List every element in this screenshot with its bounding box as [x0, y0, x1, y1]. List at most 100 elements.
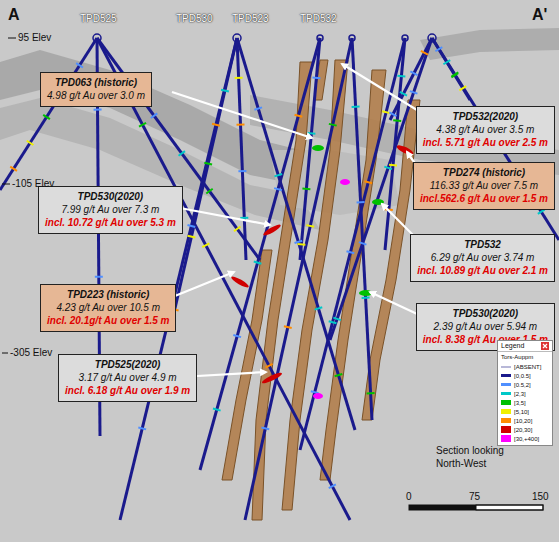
legend-text: [0,0.5] — [514, 372, 531, 380]
legend-text: [10,20] — [514, 417, 532, 425]
legend-text: [3,5] — [514, 399, 526, 407]
assay-result: 7.99 g/t Au over 7.3 m — [45, 203, 176, 216]
assay-tick — [367, 392, 375, 394]
legend-entry: [5,10] — [498, 407, 552, 416]
callout-box: TPD5326.29 g/t Au over 3.74 mincl. 10.89… — [410, 234, 555, 282]
callout-box: TPD525(2020)3.17 g/t Au over 4.9 mincl. … — [58, 354, 197, 402]
assay-result: 2.39 g/t Au over 5.94 m — [423, 320, 548, 333]
assay-tick — [204, 163, 212, 165]
assay-result: incl. 5.71 g/t Au over 2.5 m — [423, 136, 548, 149]
legend-swatch — [501, 383, 511, 386]
hole-name: TPD223 (historic) — [47, 288, 169, 301]
assay-result: incl. 6.18 g/t Au over 1.9 m — [65, 384, 190, 397]
assay-tick — [329, 124, 337, 126]
legend-text: [20,30] — [514, 426, 532, 434]
assay-tick — [400, 92, 407, 96]
assay-tick — [312, 77, 320, 80]
assay-tick — [459, 86, 466, 90]
view-note: Section looking North-West — [436, 444, 516, 470]
assay-tick — [43, 115, 50, 119]
section-end: A' — [532, 6, 547, 24]
hole-label: TPD523 — [232, 13, 269, 24]
hole-name: TPD530(2020) — [45, 190, 176, 203]
assay-tick — [306, 225, 314, 227]
assay-tick — [389, 112, 396, 116]
legend-entry: [3,5] — [498, 398, 552, 407]
hole-name: TPD525(2020) — [65, 358, 190, 371]
hole-name: TPD532(2020) — [423, 110, 548, 123]
assay-tick — [410, 91, 418, 94]
scale-number: 0 — [406, 491, 412, 502]
assay-tick — [274, 188, 282, 190]
legend-swatch — [501, 400, 511, 404]
hole-name: TPD063 (historic) — [47, 76, 145, 89]
assay-tick — [206, 189, 212, 194]
assay-tick — [307, 132, 315, 135]
assay-tick — [364, 181, 372, 183]
callout-box: TPD223 (historic)4.23 g/t Au over 10.5 m… — [40, 284, 176, 332]
legend-entry: [10,20] — [498, 416, 552, 425]
callout-box: TPD530(2020)7.99 g/t Au over 7.3 mincl. … — [38, 186, 183, 234]
assay-tick — [538, 210, 545, 214]
legend-title: Legend — [501, 342, 524, 350]
assay-tick — [187, 225, 195, 227]
assay-tick — [451, 73, 458, 77]
assay-tick — [295, 241, 303, 243]
legend-entry: [0,0.5] — [498, 371, 552, 380]
assay-tick — [352, 106, 360, 108]
assay-tick — [254, 262, 262, 264]
legend-text: [ABSENT] — [514, 363, 541, 371]
assay-tick — [311, 391, 319, 393]
leader-arrow — [165, 64, 430, 377]
legend-swatch — [501, 426, 511, 432]
assay-tick — [329, 321, 337, 323]
assay-result: 6.29 g/t Au over 3.74 m — [417, 251, 548, 264]
elevation-label: -105 Elev — [12, 178, 54, 189]
assay-tick — [362, 297, 370, 299]
assay-tick — [384, 167, 392, 170]
assay-tick — [335, 374, 343, 376]
assay-tick — [284, 326, 292, 328]
hole-label: TPD530 — [176, 13, 213, 24]
assay-result: incl. 20.1g/t Au over 1.5 m — [47, 314, 169, 327]
legend-swatch — [501, 392, 511, 396]
legend-swatch — [501, 418, 511, 424]
close-icon — [541, 342, 549, 350]
assay-tick — [233, 335, 241, 337]
legend-entry: [0.5,2] — [498, 380, 552, 389]
assay-tick — [221, 90, 229, 92]
legend-text: [30,+400] — [514, 435, 539, 443]
assay-tick — [297, 243, 305, 246]
scale-number: 75 — [469, 491, 480, 502]
legend-entry: [2,3] — [498, 389, 552, 398]
assay-tick — [389, 164, 397, 167]
grey-band — [0, 28, 559, 230]
callout-box: TPD532(2020)4.38 g/t Au over 3.5 mincl. … — [416, 106, 555, 154]
scale-number: 150 — [532, 491, 549, 502]
scale-bar — [409, 505, 543, 510]
assay-tick — [237, 123, 245, 125]
assay-tick — [261, 428, 269, 430]
assay-tick — [347, 251, 355, 253]
assay-tick — [139, 123, 146, 127]
assay-tick — [235, 77, 243, 79]
hole-label: TPD525 — [80, 13, 117, 24]
assay-tick — [443, 60, 450, 64]
callout-box: TPD063 (historic)4.98 g/t Au over 3.0 m — [40, 72, 152, 107]
assay-tick — [329, 484, 336, 488]
assay-tick — [234, 227, 240, 232]
assay-result: incl.562.6 g/t Au over 1.5 m — [420, 192, 548, 205]
assay-tick — [357, 201, 365, 203]
hole-name: TPD530(2020) — [423, 307, 548, 320]
legend-swatch — [501, 409, 511, 414]
collar — [93, 34, 436, 42]
assay-result: 4.23 g/t Au over 10.5 m — [47, 301, 169, 314]
assay-tick — [238, 170, 246, 172]
assay-tick — [302, 188, 310, 191]
assay-tick — [94, 109, 102, 111]
assay-result: 4.98 g/t Au over 3.0 m — [47, 89, 145, 102]
assay-tick — [10, 167, 17, 171]
assay-result: 116.33 g/t Au over 7.5 m — [420, 179, 548, 192]
assay-tick — [138, 427, 146, 429]
assay-tick — [254, 107, 262, 109]
